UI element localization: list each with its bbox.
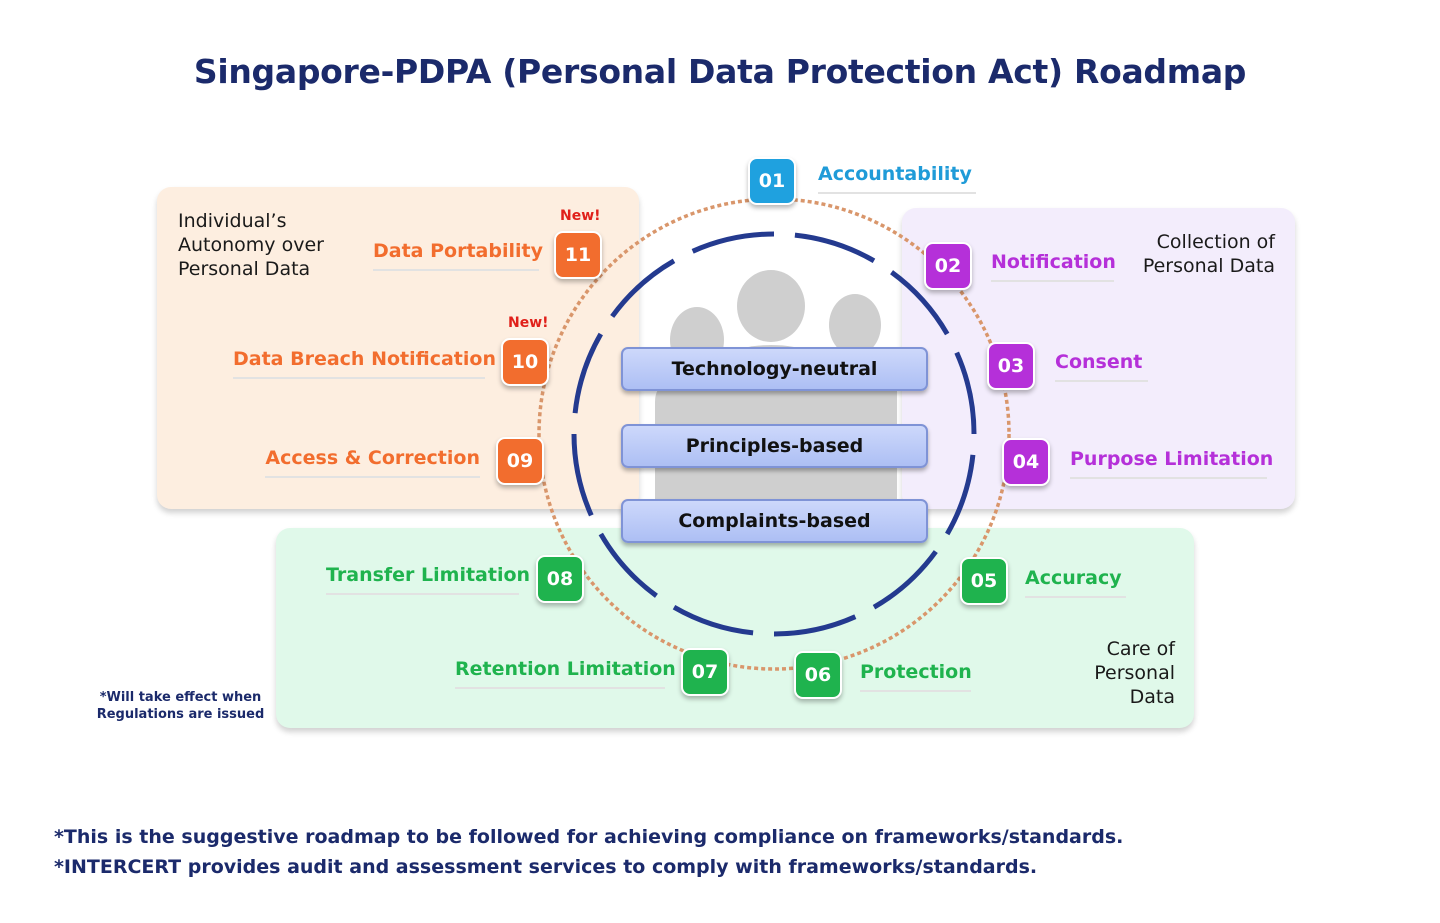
badge-07: 07 — [681, 648, 729, 696]
footer-note-1: *This is the suggestive roadmap to be fo… — [54, 826, 1124, 848]
badge-11: 11 — [554, 231, 602, 279]
principle-purpose-limitation: Purpose Limitation — [1070, 448, 1273, 479]
care-group-label: Care of Personal Data — [1094, 638, 1175, 708]
badge-09: 09 — [496, 437, 544, 485]
ring-segment — [872, 550, 938, 610]
ring-segment — [954, 351, 977, 435]
ring-segment — [572, 332, 603, 414]
ring-segment — [691, 231, 775, 254]
badge-05: 05 — [960, 557, 1008, 605]
ring-segment — [571, 433, 594, 517]
badge-04: 04 — [1002, 438, 1050, 486]
badge-01: 01 — [748, 157, 796, 205]
principle-access-correction: Access & Correction — [265, 447, 480, 478]
principle-notification: Notification — [991, 251, 1116, 282]
badge-10: 10 — [501, 338, 549, 386]
badge-02: 02 — [924, 242, 972, 290]
new-tag-10: New! — [508, 315, 549, 331]
ring-segment — [890, 270, 950, 336]
ring-segment — [773, 614, 857, 637]
new-tag-11: New! — [560, 208, 601, 224]
principle-protection: Protection — [860, 661, 972, 692]
collection-group-label: Collection of Personal Data — [1142, 231, 1275, 277]
ring-segment — [672, 605, 754, 636]
footer-note-2: *INTERCERT provides audit and assessment… — [54, 856, 1038, 878]
ring-segment — [610, 258, 676, 318]
ring-segment — [945, 454, 976, 536]
principle-consent: Consent — [1055, 351, 1148, 382]
page-title: Singapore-PDPA (Personal Data Protection… — [193, 52, 1247, 91]
badge-08: 08 — [536, 555, 584, 603]
principle-accuracy: Accuracy — [1025, 567, 1126, 598]
inner-segmented-ring — [571, 231, 977, 637]
principle-accountability: Accountability — [818, 163, 976, 194]
ring-segment — [598, 532, 658, 598]
autonomy-group-label: Individual’s Autonomy over Personal Data — [178, 210, 324, 280]
principle-transfer-limitation: Transfer Limitation — [326, 564, 530, 595]
bar-complaints-based: Complaints-based — [621, 499, 928, 543]
badge-06: 06 — [794, 651, 842, 699]
effect-note: *Will take effect when Regulations are i… — [96, 690, 265, 722]
principle-retention-limitation: Retention Limitation — [455, 658, 676, 689]
ring-segment — [794, 232, 876, 263]
badge-03: 03 — [987, 342, 1035, 390]
bar-technology-neutral: Technology-neutral — [621, 347, 928, 391]
bar-principles-based: Principles-based — [621, 424, 928, 468]
principle-data-portability: Data Portability — [373, 240, 543, 271]
principle-data-breach-notification: Data Breach Notification — [233, 348, 496, 379]
